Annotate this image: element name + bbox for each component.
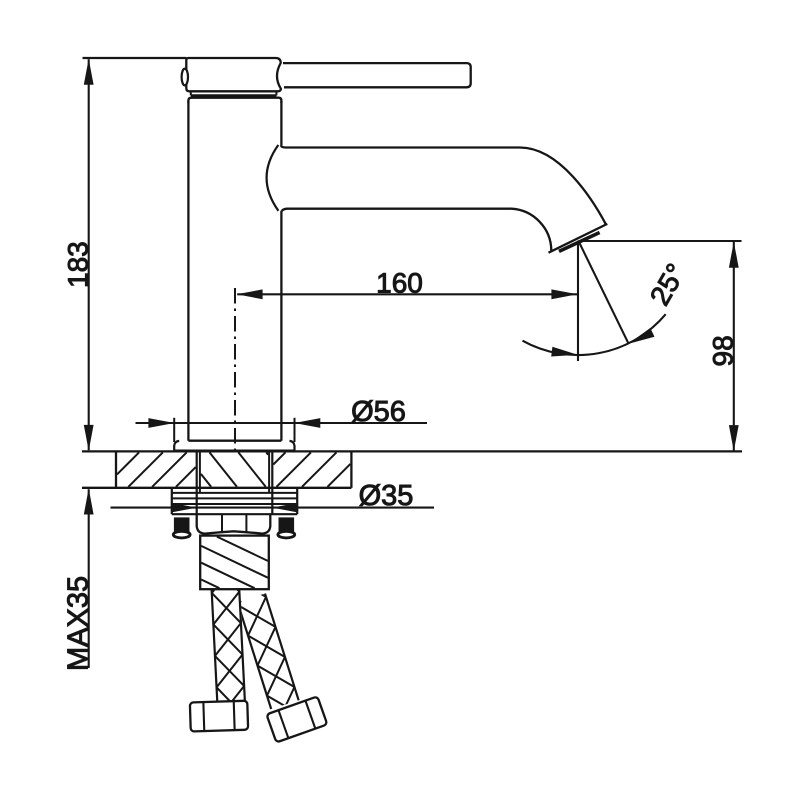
svg-text:183: 183 bbox=[62, 241, 93, 288]
svg-text:160: 160 bbox=[376, 268, 423, 299]
svg-text:MAX35: MAX35 bbox=[62, 576, 94, 671]
svg-text:Ø56: Ø56 bbox=[351, 396, 406, 428]
svg-text:Ø35: Ø35 bbox=[359, 480, 414, 512]
svg-text:98: 98 bbox=[708, 335, 739, 366]
svg-text:25°: 25° bbox=[644, 258, 692, 310]
